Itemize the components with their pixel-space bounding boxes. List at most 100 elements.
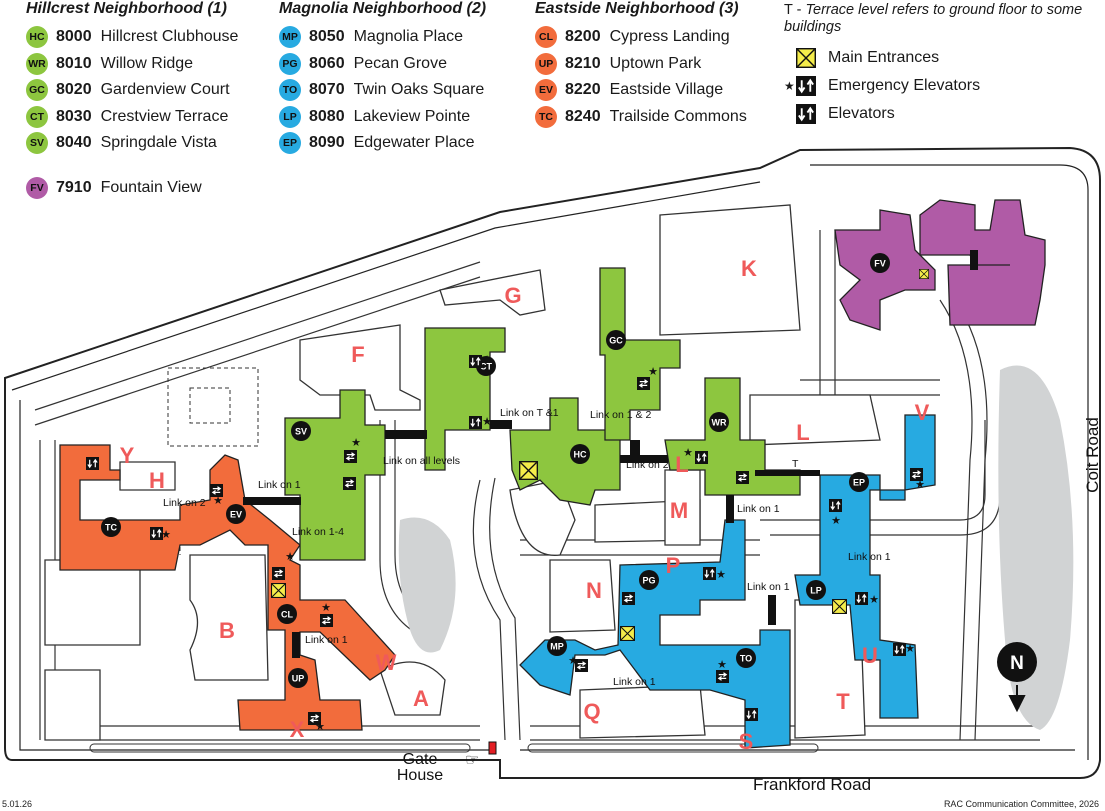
link-label: Link on 2 [163,497,206,509]
building-number: 8000 [56,28,92,46]
building-number: 8060 [309,54,345,72]
badge: MP [279,26,301,49]
svg-text:★: ★ [351,437,361,449]
gate-house: Gate House ☞ [397,741,497,784]
svg-text:N: N [1010,653,1024,674]
svg-text:CL: CL [281,610,293,620]
letter-l2: L [675,452,688,477]
svg-text:★: ★ [482,416,492,428]
link-label: Link on 1 [613,676,656,688]
letter-s: S [739,729,754,754]
building-number: 8070 [309,81,345,99]
building-name: Lakeview Pointe [353,107,471,125]
link-label: Link on 1 [737,503,780,515]
emergency-elevators-key: ★ Emergency Elevators [784,76,981,96]
emergency-markers: ★★★ ★★★ ★★★ ★★★ ★★★ ★★ [161,354,925,733]
star-icon: ★ [784,79,795,93]
svg-text:★: ★ [648,366,658,378]
badge: WR [26,52,48,75]
svg-text:★: ★ [683,447,693,459]
legend-title: Hillcrest Neighborhood (1) [26,0,227,17]
svg-text:★: ★ [568,655,578,667]
letter-u: U [862,643,878,668]
letter-b: B [219,618,235,643]
building-name: Trailside Commons [609,107,747,125]
legend-title: Magnolia Neighborhood (2) [279,0,487,17]
eastside-buildings [59,444,396,731]
terrace-note: T - Terrace level refers to ground floor… [784,2,1083,35]
svg-text:★: ★ [161,529,171,541]
legend-symbols: T - Terrace level refers to ground floor… [784,2,1094,128]
building-name: Uptown Park [609,54,702,72]
svg-text:★: ★ [321,602,331,614]
building-name: Willow Ridge [100,54,194,72]
badge: CT [26,105,48,128]
badge: HC [26,26,48,49]
svg-text:TO: TO [740,654,752,664]
badge: UP [535,52,557,75]
svg-text:MP: MP [550,642,564,652]
link-label: Link on 1 [258,479,301,491]
elevator-icon [796,104,816,124]
letter-h: H [149,468,165,493]
frankford-road-label: Frankford Road [753,775,871,794]
building-name: Gardenview Court [100,81,230,99]
building-name: Cypress Landing [609,28,730,46]
svg-text:LP: LP [810,586,822,596]
link-label: Link on 1 [747,581,790,593]
footer-date: 5.01.26 [2,799,33,809]
link-label: Link on T &1 [500,407,559,419]
badge: LP [279,105,301,128]
letter-q: Q [583,699,600,724]
svg-text:EV: EV [230,510,242,520]
svg-text:Gate: Gate [403,751,438,768]
link-labels: Link on all levels Link on T &1 Link on … [163,407,891,688]
letter-t: T [836,689,850,714]
letter-w: W [376,650,397,675]
letter-n: N [586,578,602,603]
svg-text:UP: UP [292,674,305,684]
link-label: Link on 1 [848,551,891,563]
svg-text:★: ★ [213,495,223,507]
building-name: Edgewater Place [353,134,475,152]
legend-item-up: UP 8210 Uptown Park [535,51,747,78]
building-letters: A B F G H K L M N P Q S T U V W X Y L [120,256,930,754]
svg-text:★: ★ [831,515,841,527]
svg-text:CT: CT [480,362,492,372]
badge: PG [279,52,301,75]
svg-text:★: ★ [869,594,879,606]
link-label: Link on 1 & 2 [590,409,651,421]
svg-text:HC: HC [574,450,587,460]
svg-text:★: ★ [915,479,925,491]
building-number: 7910 [56,178,92,196]
badge: GC [26,79,48,102]
link-label: Link on 2 [626,459,669,471]
elevator-icon [796,76,816,96]
svg-text:★: ★ [315,721,325,733]
letter-x: X [290,717,305,742]
building-name: Springdale Vista [100,134,217,152]
svg-text:FV: FV [874,259,886,269]
badge: EV [535,79,557,102]
building-number: 8210 [565,54,601,72]
elevators-key: Elevators [784,100,1094,128]
building-name: Magnolia Place [353,28,463,46]
building-name: Fountain View [100,178,202,196]
magnolia-buildings [519,414,936,749]
building-name: Pecan Grove [353,54,447,72]
legend-item-fountain-view: FV 7910 Fountain View [26,175,238,202]
link-label: Link on 1 [305,634,348,646]
letter-y: Y [120,443,135,468]
svg-text:House: House [397,767,443,784]
